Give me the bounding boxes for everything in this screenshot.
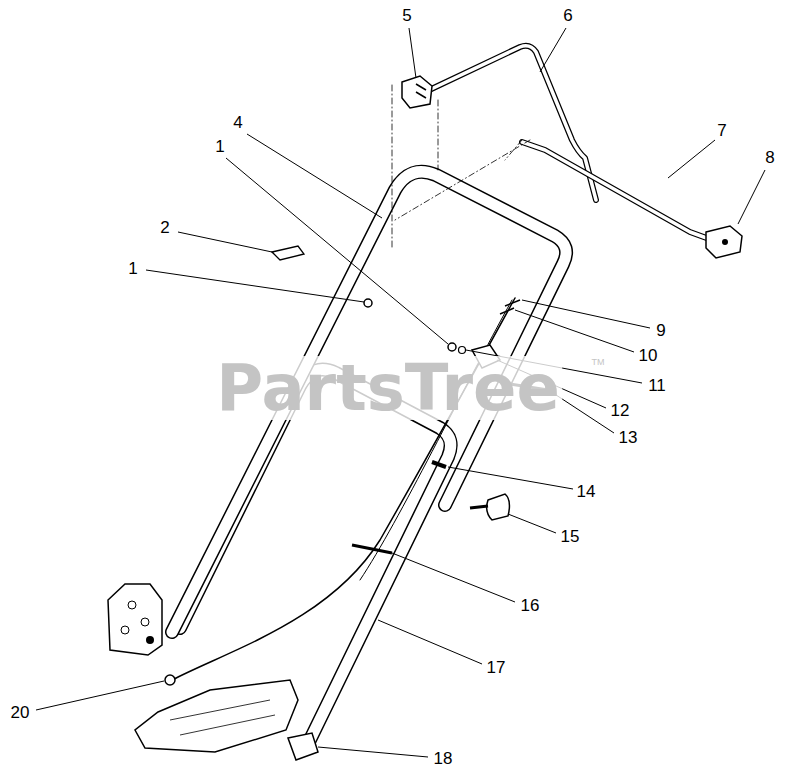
leader-lines	[36, 28, 765, 757]
callout-number: 11	[648, 377, 666, 394]
callout-number: 15	[561, 528, 580, 545]
callout-number: 6	[563, 7, 572, 24]
callout-number: 10	[639, 347, 658, 364]
callout-number: 16	[521, 597, 540, 614]
watermark: PartsTree	[214, 356, 562, 420]
callout-number: 9	[656, 322, 665, 339]
callout-number: 1	[128, 260, 137, 277]
callout-number: 20	[11, 704, 30, 721]
callout-number: 2	[160, 219, 169, 236]
callout-number: 4	[233, 114, 242, 131]
trademark-mark: TM	[592, 358, 605, 367]
callout-number: 14	[577, 483, 596, 500]
callout-number: 5	[402, 7, 411, 24]
callout-number: 8	[765, 149, 774, 166]
callout-number: 17	[487, 659, 506, 676]
callout-number: 13	[619, 429, 638, 446]
callout-number: 7	[717, 122, 726, 139]
callout-number: 1	[215, 138, 224, 155]
callout-number: 18	[434, 750, 453, 767]
callout-number: 12	[611, 402, 630, 419]
